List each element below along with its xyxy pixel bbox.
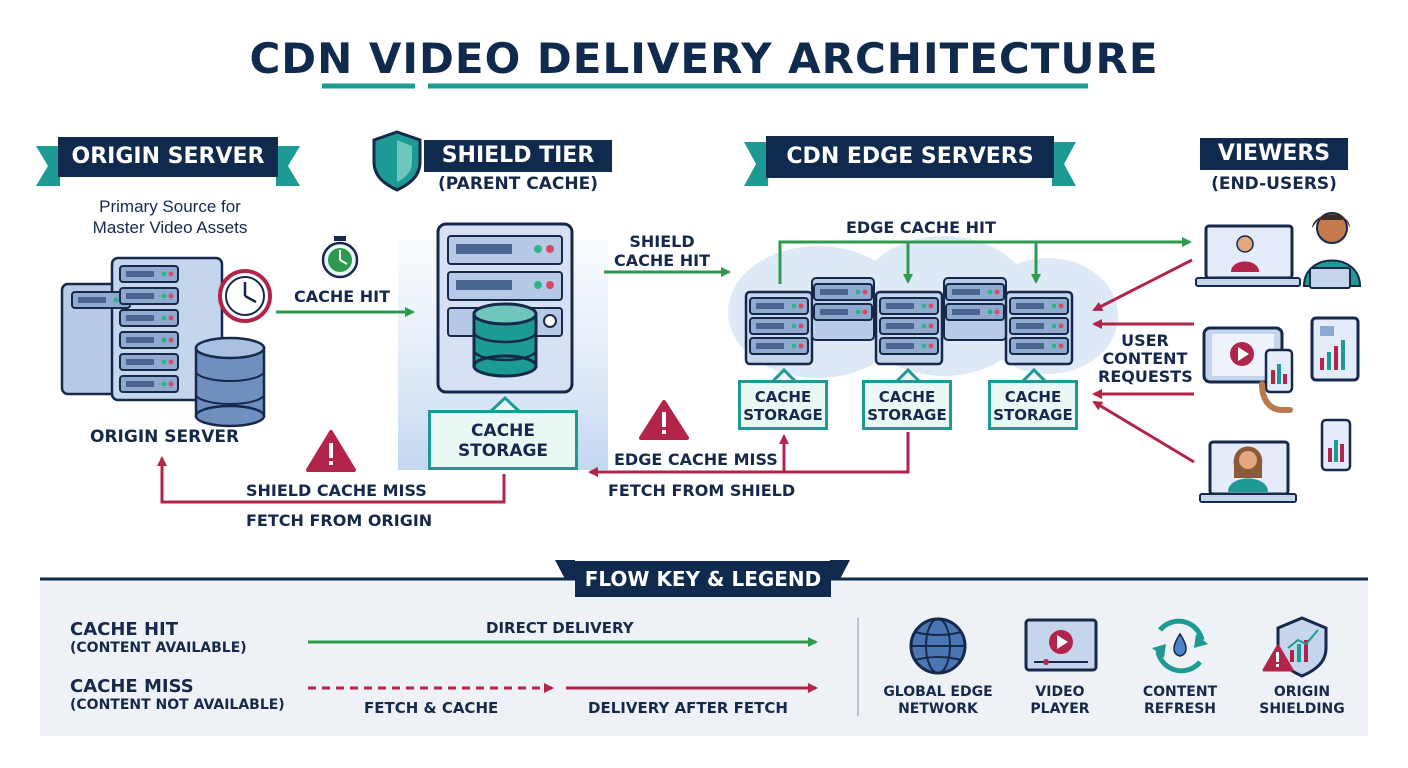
edge-cache-miss-label: EDGE CACHE MISS — [614, 450, 778, 469]
legend-global-edge-label: GLOBAL EDGE NETWORK — [878, 684, 998, 718]
shield-database-icon — [472, 302, 538, 378]
shield-storage-line1: CACHE — [471, 421, 535, 441]
edge-storage-3-line2: STORAGE — [993, 406, 1073, 424]
origin-shield-icon — [1262, 616, 1328, 678]
fetch-from-origin-label: FETCH FROM ORIGIN — [246, 511, 433, 530]
shield-banner: SHIELD TIER — [424, 140, 612, 172]
database-icon — [194, 336, 266, 428]
shield-hit-line2: CACHE HIT — [613, 251, 710, 270]
origin-description-line1: Primary Source for — [99, 197, 241, 216]
content-refresh-line2: REFRESH — [1143, 701, 1217, 717]
shield-hit-line1: SHIELD — [629, 232, 695, 251]
edge-storage-2-line1: CACHE — [878, 388, 936, 406]
edge-cache-hit-label: EDGE CACHE HIT — [846, 218, 996, 237]
legend-direct-delivery: DIRECT DELIVERY — [486, 619, 634, 637]
shield-cache-storage: CACHE STORAGE — [428, 410, 578, 470]
edge-storage-1-line1: CACHE — [754, 388, 812, 406]
legend-fetch-cache: FETCH & CACHE — [364, 699, 499, 717]
edge-servers — [744, 277, 1074, 366]
user-requests-label: USER CONTENT REQUESTS — [1098, 331, 1193, 386]
user-requests-line3: REQUESTS — [1098, 367, 1193, 386]
origin-server-label: ORIGIN SERVER — [90, 427, 240, 447]
legend-content-refresh-label: CONTENT REFRESH — [1130, 684, 1230, 718]
tablet-chart-icon — [1310, 316, 1360, 382]
legend-video-player-label: VIDEO PLAYER — [1010, 684, 1110, 718]
phone-chart-icon — [1259, 348, 1294, 413]
legend-origin-shielding-label: ORIGIN SHIELDING — [1252, 684, 1352, 718]
content-refresh-line1: CONTENT — [1142, 684, 1218, 700]
origin-shielding-line2: SHIELDING — [1259, 701, 1345, 717]
user-requests-line2: CONTENT — [1102, 349, 1188, 368]
origin-shielding-line1: ORIGIN — [1273, 684, 1331, 700]
server-rack-icon — [60, 256, 224, 402]
shield-subtitle: (PARENT CACHE) — [438, 174, 598, 194]
viewers-subtitle: (END-USERS) — [1211, 174, 1337, 194]
fetch-from-shield-label: FETCH FROM SHIELD — [608, 481, 796, 500]
video-player-line1: VIDEO — [1035, 684, 1085, 700]
legend-miss-subtitle: (CONTENT NOT AVAILABLE) — [70, 697, 285, 713]
refresh-icon — [1152, 618, 1208, 674]
shield-storage-line2: STORAGE — [457, 441, 549, 461]
shield-icon — [372, 130, 422, 192]
warning-icon — [306, 400, 689, 472]
legend-delivery-after-fetch: DELIVERY AFTER FETCH — [588, 699, 788, 717]
laptop-woman-icon — [1199, 440, 1297, 503]
edge-banner: CDN EDGE SERVERS — [766, 136, 1054, 178]
video-player-line2: PLAYER — [1030, 701, 1090, 717]
miss-arrows — [157, 258, 1195, 504]
video-player-icon — [1024, 618, 1098, 672]
globe-icon — [909, 617, 967, 675]
legend-banner: FLOW KEY & LEGEND — [575, 561, 831, 597]
edge-cache-storage-3: CACHE STORAGE — [988, 380, 1078, 430]
user-requests-line1: USER — [1121, 331, 1169, 350]
global-edge-line2: NETWORK — [898, 701, 978, 717]
tablet-play-icon — [1202, 326, 1284, 384]
clock-icon — [218, 269, 272, 323]
edge-storage-1-line2: STORAGE — [743, 406, 823, 424]
user-laptop-icon — [1302, 212, 1362, 289]
legend-panel — [40, 577, 1368, 736]
legend-hit-title: CACHE HIT — [70, 619, 179, 640]
legend-miss-title: CACHE MISS — [70, 676, 194, 697]
global-edge-line1: GLOBAL EDGE — [883, 684, 993, 700]
origin-description-line2: Master Video Assets — [92, 218, 248, 237]
laptop-user-icon — [1195, 224, 1301, 287]
phone-icon — [1320, 418, 1352, 472]
edge-storage-2-line2: STORAGE — [867, 406, 947, 424]
edge-cache-storage-2: CACHE STORAGE — [862, 380, 952, 430]
shield-cache-miss-label: SHIELD CACHE MISS — [246, 481, 427, 500]
legend-hit-subtitle: (CONTENT AVAILABLE) — [70, 640, 247, 656]
page-title: CDN VIDEO DELIVERY ARCHITECTURE — [249, 34, 1159, 83]
stopwatch-icon — [321, 236, 359, 279]
origin-banner: ORIGIN SERVER — [58, 137, 278, 177]
shield-cache-hit-label: SHIELD CACHE HIT — [612, 232, 712, 270]
origin-description: Primary Source for Master Video Assets — [60, 196, 280, 238]
cache-hit-label: CACHE HIT — [294, 287, 391, 306]
edge-cache-storage-1: CACHE STORAGE — [738, 380, 828, 430]
viewers-banner: VIEWERS — [1200, 138, 1348, 170]
hit-arrows — [276, 237, 1192, 317]
edge-storage-3-line1: CACHE — [1004, 388, 1062, 406]
